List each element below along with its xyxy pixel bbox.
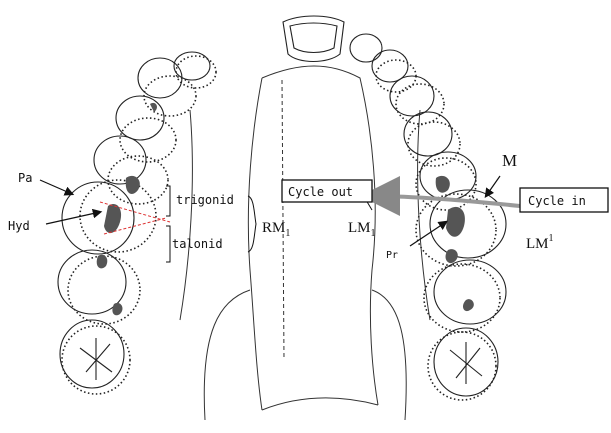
cycle-out-box: Cycle out: [282, 180, 372, 202]
talonid-bracket: [166, 226, 170, 262]
trigonid-label: trigonid: [176, 193, 234, 207]
talonid-label: talonid: [172, 237, 223, 251]
rm1-bracket: [248, 196, 256, 252]
lm1-upper-superscript: 1: [549, 233, 554, 244]
left-tooth-row: [350, 34, 506, 400]
pr-arrow: [410, 222, 446, 246]
lm1-lower-label: LM1: [348, 220, 376, 239]
rm1-subscript: 1: [285, 228, 290, 239]
lm1-upper-label: LM1: [526, 233, 554, 252]
hyd-label: Hyd: [8, 219, 30, 233]
pr-label: Pr: [386, 250, 398, 261]
lm1-upper-main: LM: [526, 236, 549, 252]
cycle-in-arrow: [372, 196, 520, 206]
pa-label: Pa: [18, 171, 32, 185]
pa-arrow: [40, 180, 72, 194]
trigonid-bracket: [166, 186, 170, 216]
cycle-in-label: Cycle in: [528, 194, 586, 208]
m-arrow: [486, 176, 500, 196]
right-tooth-row: [58, 52, 216, 394]
incisor-tooth: [283, 16, 344, 62]
hyd-arrow: [46, 212, 100, 224]
rm1-main: RM: [262, 220, 285, 236]
rm1-label: RM1: [262, 220, 290, 239]
lm1-lower-main: LM: [348, 220, 371, 236]
cycle-in-box: Cycle in: [520, 188, 608, 212]
cycle-out-label: Cycle out: [288, 185, 353, 199]
m-label: M: [502, 151, 517, 170]
lm1-lower-subscript: 1: [371, 228, 376, 239]
